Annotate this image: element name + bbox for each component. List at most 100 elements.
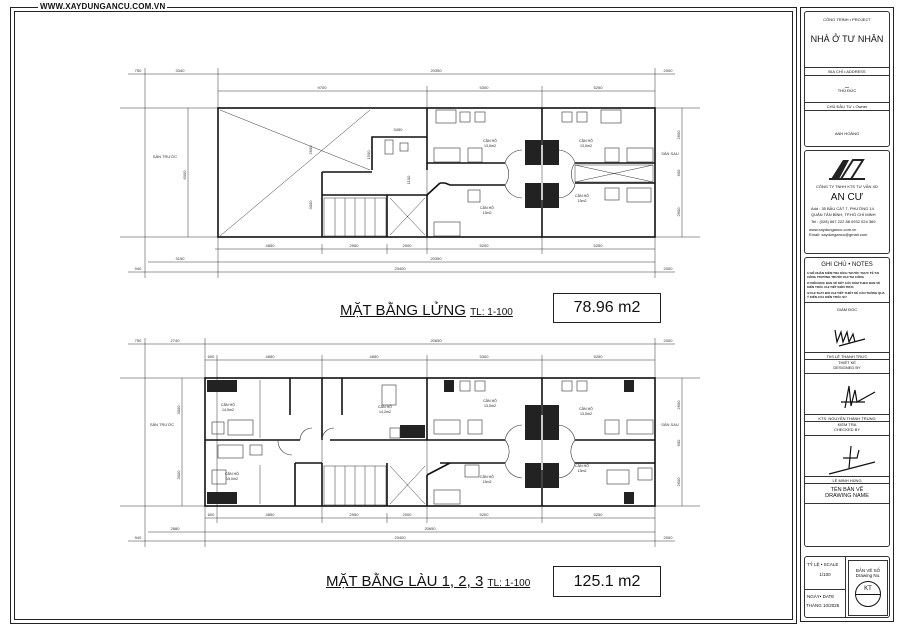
area-box: 125.1 m2 — [553, 566, 661, 597]
designed-label-vi: THIẾT KẾ — [838, 360, 856, 365]
company-email[interactable]: Email: xaydungancu@gmail.com — [809, 232, 868, 237]
dim: 4850 — [266, 512, 276, 517]
dim: 5200 — [480, 243, 490, 248]
title-text: MẶT BẰNG LÀU 1, 2, 3 — [326, 573, 484, 590]
room-label: CĂN HỘ — [483, 138, 497, 143]
stair-elevator — [259, 380, 426, 506]
director-label: GIÁM ĐỐC — [836, 307, 858, 312]
drawing-name-label-vi: TÊN BẢN VẼ — [830, 487, 864, 493]
dim: 940 — [135, 266, 142, 271]
dim: 600 — [676, 169, 681, 176]
dim: 2880 — [171, 526, 181, 531]
address-dash: _ — [845, 81, 849, 88]
notes-box: GHI CHÚ • NOTES 1/ BÊ NHẬN KIỂM TRA KÍCH… — [804, 257, 890, 547]
dim: 5250 — [594, 243, 604, 248]
dim: 2950 — [350, 243, 360, 248]
back-yard-label: SÂN SAU — [661, 151, 679, 156]
company-address: Add : 35 BẦU CÁT 7, PHƯỜNG 14 QUẬN TÂN B… — [811, 206, 876, 217]
room-area: 13m2 — [578, 199, 587, 203]
room-label: CĂN HỘ — [483, 398, 497, 403]
plan-floors: 750 2740 20650 2000 600 4850 4850 5300 5… — [120, 338, 700, 547]
director-signature — [834, 329, 866, 347]
dim: 2600 — [676, 400, 681, 410]
walls — [204, 377, 656, 507]
scale-text: TL: 1-100 — [470, 307, 513, 318]
room-label: CĂN HỘ — [575, 193, 589, 198]
drawing-name-label-en: DRAWING NAME — [825, 493, 869, 499]
room-label: CĂN HỘ — [480, 205, 494, 210]
address: THỦ ĐỨC — [837, 88, 857, 93]
room-area: 13,0m2 — [484, 144, 496, 148]
room-label: CĂN HỘ — [225, 471, 239, 476]
walls — [217, 107, 656, 238]
room-area: 14,2m2 — [379, 410, 391, 414]
checked-label-en: CHECKED BY — [833, 427, 860, 432]
dim: 2600 — [308, 145, 313, 155]
notes-title: GHI CHÚ • NOTES — [821, 262, 873, 268]
owner-label: CHỦ ĐẦU TƯ • Owner — [805, 103, 889, 111]
corridor-doors — [504, 149, 576, 199]
dim: 20350 — [430, 256, 442, 261]
dim: 4850 — [266, 354, 276, 359]
room-area: 15,0m2 — [226, 477, 238, 481]
dim: 1100 — [406, 175, 411, 184]
dim: 3000 — [176, 470, 181, 480]
back-yard-label: SÂN SAU — [661, 422, 679, 427]
date-value: THÁNG 10/2025 — [806, 603, 840, 608]
corridor-doors — [277, 424, 576, 479]
drawing-frame — [10, 7, 797, 624]
dim: 3000 — [308, 200, 313, 210]
dim: 2000 — [664, 266, 674, 271]
note: 2/ KIÊN ĐỌC BẢN VẼ KẾT CẤU KÈM THEO BẢN … — [807, 281, 881, 289]
dim: 2000 — [664, 535, 674, 540]
drawing-no-label-en: Drawing No. — [855, 573, 881, 578]
dim: 600 — [208, 512, 215, 517]
plan-floors-title: MẶT BẰNG LÀU 1, 2, 3 TL: 1-100 — [326, 573, 530, 590]
director-name: ThS LÊ THANH TRỰC — [805, 352, 889, 360]
room-label: CĂN HỘ — [378, 404, 392, 409]
furniture — [384, 109, 654, 237]
dim: 4850 — [370, 354, 380, 359]
room-label: CĂN HỘ — [221, 402, 235, 407]
scale-date-box: TỶ LỆ • SCALE 1/100 NGÀY• DATE THÁNG 10/… — [804, 556, 890, 618]
wardrobes — [207, 380, 634, 504]
address-label: ĐỊA CHỈ • ADDRESS — [805, 68, 889, 76]
title-block: CÔNG TRÌNH • PROJECT NHÀ Ở TƯ NHÂN ĐỊA C… — [800, 7, 894, 622]
dim: 600 — [208, 354, 215, 359]
room-label: CĂN HỘ — [579, 138, 593, 143]
dim: 750 — [135, 338, 142, 343]
drawing-frame-inner — [14, 11, 793, 620]
dim: 9700 — [318, 85, 328, 90]
stair — [323, 197, 387, 237]
dim: 2000 — [403, 243, 413, 248]
scale-label: TỶ LỆ • SCALE — [807, 562, 839, 567]
dim: 5300 — [480, 354, 490, 359]
designer-name: KTS. NGUYỄN THÀNH TRUNG — [805, 414, 889, 422]
room-area: 14,5m2 — [222, 408, 234, 412]
company-tel: Tel : (028) 667 222 88 0932 024 369 — [811, 219, 876, 224]
company-logo — [829, 159, 865, 180]
owner: ANH HOÀNG — [834, 131, 860, 136]
plan-mezzanine: 750 3340 20350 2000 9700 5300 5250 4850 … — [120, 68, 700, 278]
dim: 2600 — [676, 477, 681, 487]
drawing-no: KT — [864, 586, 872, 592]
scale-text: TL: 1-100 — [487, 578, 531, 589]
date-label: NGÀY• DATE — [805, 589, 845, 599]
dim: 5250 — [594, 85, 604, 90]
dim: 20350 — [430, 68, 442, 73]
company-web[interactable]: www.xaydungancu.com.vn — [809, 227, 857, 232]
floor-plans: 750 3340 20350 2000 9700 5300 5250 4850 … — [120, 68, 700, 547]
void-cross — [219, 109, 654, 237]
dim: 20650 — [424, 526, 436, 531]
dim: 750 — [135, 68, 142, 73]
furniture — [211, 380, 654, 505]
dim: 2000 — [664, 68, 674, 73]
scale-value: 1/100 — [819, 572, 831, 577]
dim: 2000 — [403, 512, 413, 517]
dim: 23400 — [394, 266, 406, 271]
front-yard-label: SÂN TRƯỚC — [150, 422, 174, 427]
area-box: 78.96 m2 — [553, 293, 661, 323]
dim: 3150 — [176, 256, 186, 261]
room-area: 13m2 — [483, 480, 492, 484]
